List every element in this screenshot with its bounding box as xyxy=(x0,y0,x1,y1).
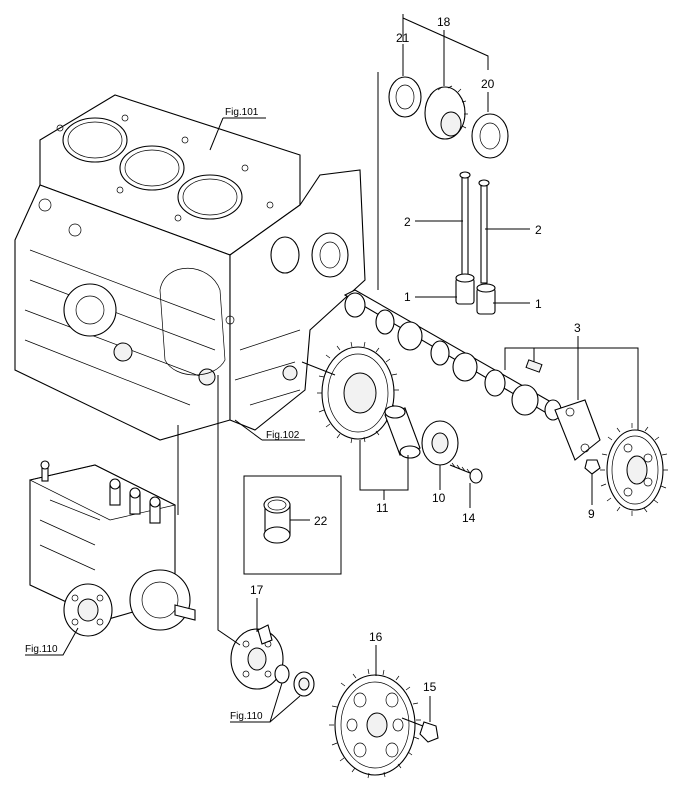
cylinder-block-icon xyxy=(14,94,366,441)
camshaft-icon xyxy=(343,289,566,421)
callouts: 18 21 20 2 2 1 1 3 11 10 14 9 22 17 16 1… xyxy=(250,15,595,694)
callout-1-left: 1 xyxy=(404,290,411,304)
large-gear-left xyxy=(317,341,399,444)
callout-10: 10 xyxy=(432,491,446,505)
bushing-11 xyxy=(384,405,421,459)
bushing-22-inset-frame xyxy=(243,475,342,575)
callout-2-left: 2 xyxy=(404,215,411,229)
drive-flange-17 xyxy=(230,624,284,690)
washer-nut xyxy=(274,664,315,697)
fig-ref-102: Fig.102 xyxy=(266,430,300,441)
callout-14: 14 xyxy=(462,511,476,525)
callout-11: 11 xyxy=(376,501,389,515)
fuel-injection-pump-icon xyxy=(28,460,196,637)
leader-lines xyxy=(25,14,639,723)
bushing-22 xyxy=(263,496,291,544)
callout-1-right: 1 xyxy=(535,297,542,311)
callout-15: 15 xyxy=(423,680,437,694)
callout-16: 16 xyxy=(369,630,383,644)
fig-ref-101: Fig.101 xyxy=(225,107,259,118)
callout-20: 20 xyxy=(481,77,495,91)
thrust-plate-10 xyxy=(421,420,459,466)
callout-22: 22 xyxy=(314,514,328,528)
gear-16 xyxy=(329,668,421,779)
push-rods-tappets xyxy=(455,171,496,315)
callout-9: 9 xyxy=(588,507,595,521)
fig-ref-110-gear: Fig.110 xyxy=(230,711,263,722)
cam-gear-right xyxy=(554,399,668,516)
callout-21: 21 xyxy=(396,31,410,45)
bolt-15 xyxy=(401,717,439,743)
callout-2-right: 2 xyxy=(535,223,542,237)
callout-3: 3 xyxy=(574,321,581,335)
bolt-14 xyxy=(449,462,483,484)
figure-references: Fig.101 Fig.102 Fig.110 Fig.110 xyxy=(25,107,300,722)
bolt-9 xyxy=(584,459,601,475)
idler-gear-assembly xyxy=(388,76,509,159)
callout-17: 17 xyxy=(250,583,264,597)
callout-18: 18 xyxy=(437,15,451,29)
fig-ref-110-pump: Fig.110 xyxy=(25,644,58,655)
